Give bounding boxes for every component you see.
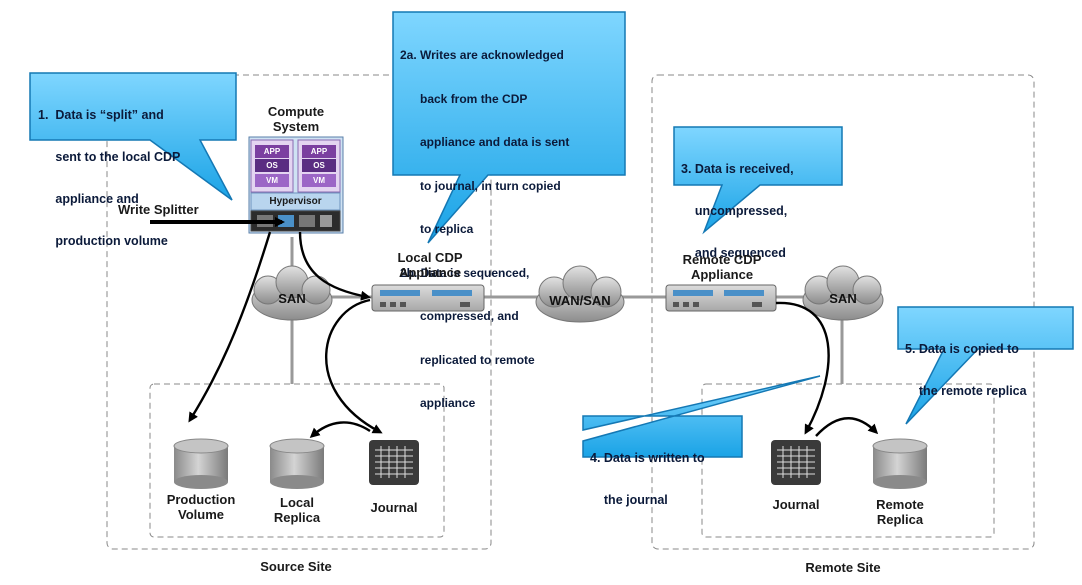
callout-2-line: replicated to remote	[400, 352, 535, 367]
local-journal-label: Journal	[370, 500, 418, 515]
remote-journal-label: Journal	[772, 497, 820, 512]
wan-cloud	[535, 265, 625, 323]
callout-3-text: 3. Data is received, uncompressed, and s…	[681, 134, 794, 274]
callout-2-line: to journal, in turn copied	[400, 178, 561, 193]
remote-cdp-label: Remote CDP Appliance	[670, 252, 774, 282]
production-volume-label-line: Volume	[178, 507, 224, 522]
production-volume-cylinder	[173, 438, 229, 489]
callout-3	[673, 126, 843, 235]
compute-system-title: Compute System	[249, 104, 343, 134]
arrow-cdp-to-journal	[325, 298, 383, 434]
callout-5-line: 5. Data is copied to	[905, 342, 1019, 356]
callout-4	[582, 375, 821, 458]
callout-2-line: 2b. Data is sequenced,	[400, 265, 530, 280]
remote-replica-label-line: Replica	[876, 512, 924, 527]
callout-1-text: 1. Data is “split” and sent to the local…	[38, 80, 180, 262]
os-chip-1: OS	[255, 159, 289, 172]
callout-5-line: the remote replica	[905, 384, 1027, 398]
arrow-remote-journal-to-replica	[815, 417, 879, 437]
local-replica-label: Local Replica	[247, 495, 347, 525]
remote-replica-label: Remote Replica	[850, 497, 950, 527]
remote-storage-boundary	[701, 383, 995, 538]
app-chip-2: APP	[302, 145, 336, 158]
remote-replica-cylinder	[872, 438, 928, 489]
callout-1	[29, 72, 237, 201]
arrow-journal-to-local-replica	[309, 421, 371, 438]
vm-chip-2: VM	[302, 174, 336, 187]
arrow-to-production	[188, 231, 272, 423]
callout-1-line: 1. Data is “split” and	[38, 108, 164, 122]
remote-replica-label-line: Remote	[876, 497, 924, 512]
local-replica-label-line: Replica	[273, 510, 321, 525]
arrow-to-remote-journal	[775, 301, 830, 435]
callout-5-text: 5. Data is copied to the remote replica	[905, 314, 1027, 412]
remote-journal-icon	[771, 440, 821, 485]
callout-5	[897, 306, 1074, 425]
remote-cdp-label-line: Appliance	[690, 267, 754, 282]
compute-title-line: Compute	[267, 104, 325, 119]
production-volume-label-line: Production	[166, 492, 236, 507]
callout-4-line: 4. Data is written to	[590, 451, 705, 465]
hypervisor-label: Hypervisor	[269, 196, 322, 207]
local-cdp-label-line: Local CDP	[397, 250, 463, 265]
callout-1-line: production volume	[38, 234, 168, 248]
wan-label: WAN/SAN	[549, 293, 611, 308]
source-site-label: Source Site	[260, 559, 332, 574]
vm-chip-1: VM	[255, 174, 289, 187]
callout-4-text: 4. Data is written to the journal	[590, 423, 705, 521]
callout-3-line: uncompressed,	[681, 204, 788, 218]
local-replica-cylinder	[269, 438, 325, 489]
flow-arrows	[150, 217, 879, 438]
callout-2-line: appliance and data is sent	[400, 135, 570, 149]
production-volume-label: Production Volume	[151, 492, 251, 522]
callout-2	[392, 11, 626, 244]
local-cdp-label: Local CDP Appliance	[378, 250, 482, 280]
callout-4-line: the journal	[590, 493, 668, 507]
local-cdp-label-line: Appliance	[398, 265, 462, 280]
san-right-label: SAN	[829, 291, 857, 306]
callout-2-line: back from the CDP	[400, 91, 528, 106]
callout-1-line: sent to the local CDP	[38, 150, 181, 164]
san-cloud-right	[802, 265, 884, 321]
callout-2-text: 2a. Writes are acknowledged back from th…	[400, 19, 569, 425]
san-cloud-left	[251, 265, 333, 321]
remote-site-label: Remote Site	[805, 560, 881, 575]
source-site-boundary	[106, 74, 492, 550]
callout-3-line: and sequenced	[681, 246, 786, 260]
arrow-to-local-cdp	[298, 231, 371, 301]
compute-title-line: System	[272, 119, 320, 134]
write-splitter-label: Write Splitter	[118, 202, 199, 217]
callout-2-line: 2a. Writes are acknowledged	[400, 48, 564, 62]
local-journal-icon	[369, 440, 419, 485]
remote-cdp-label-line: Remote CDP	[682, 252, 762, 267]
callout-2-line: to replica	[400, 222, 474, 236]
callout-2-line: appliance	[400, 396, 476, 410]
local-cdp-appliance	[371, 284, 485, 312]
san-left-label: SAN	[278, 291, 306, 306]
source-storage-boundary	[149, 383, 445, 538]
app-chip-1: APP	[255, 145, 289, 158]
local-replica-label-line: Local	[280, 495, 314, 510]
remote-cdp-appliance	[665, 284, 777, 312]
os-chip-2: OS	[302, 159, 336, 172]
callout-1-line: appliance and	[38, 192, 139, 206]
callout-3-line: 3. Data is received,	[681, 162, 794, 176]
callout-2-line: compressed, and	[400, 309, 519, 323]
